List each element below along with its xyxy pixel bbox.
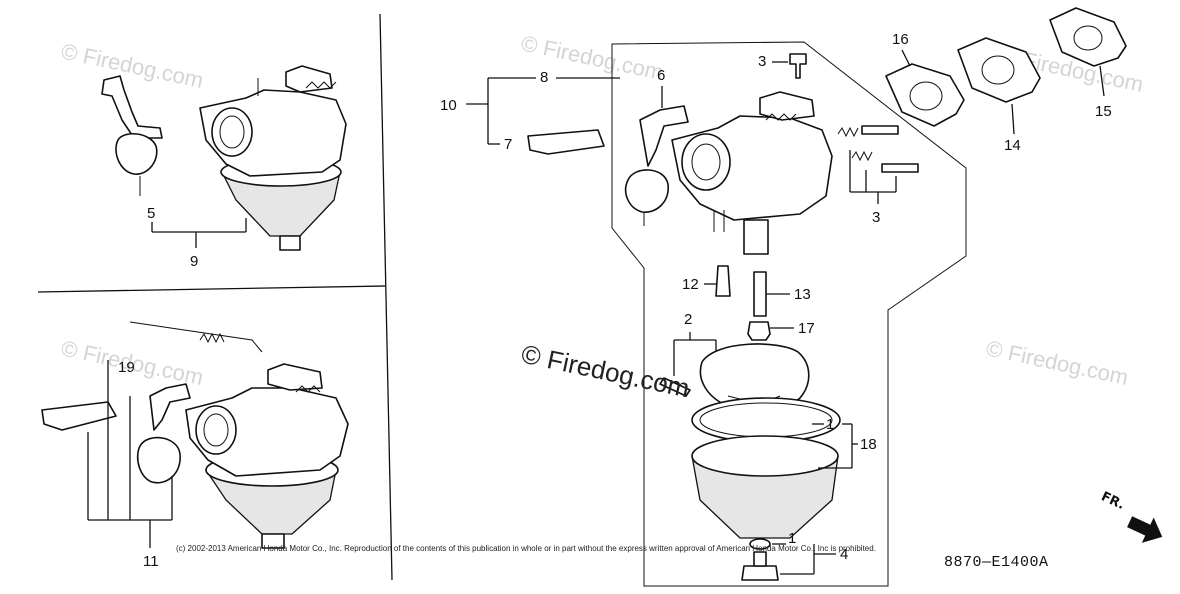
screw-3-top bbox=[789, 53, 807, 79]
callout-16: 16 bbox=[892, 31, 909, 48]
choke-lever-5 bbox=[101, 75, 163, 139]
callout-5: 5 bbox=[147, 205, 155, 222]
front-indicator-label: FR. bbox=[1099, 489, 1127, 513]
float bbox=[699, 343, 810, 412]
callout-7: 7 bbox=[504, 136, 512, 153]
callout-18: 18 bbox=[860, 436, 877, 453]
vertical-divider bbox=[379, 13, 393, 581]
needle-valve-17 bbox=[747, 321, 771, 341]
callout-3-right: 3 bbox=[872, 209, 880, 226]
lever-bracket-7 bbox=[527, 129, 605, 155]
washer-1 bbox=[749, 538, 771, 550]
spring-19 bbox=[199, 332, 225, 344]
horizontal-divider bbox=[37, 285, 387, 293]
callout-10: 10 bbox=[440, 97, 457, 114]
front-arrow: FR. bbox=[1099, 489, 1163, 543]
choke-valve-lower bbox=[136, 436, 181, 484]
screw-3b bbox=[881, 163, 919, 173]
front-arrow-icon bbox=[1127, 516, 1163, 543]
jet-12 bbox=[715, 265, 731, 297]
spring-3a bbox=[837, 126, 859, 138]
gasket-16 bbox=[885, 63, 965, 127]
spring-3b bbox=[851, 150, 873, 162]
callout-1-washer: 1 bbox=[788, 530, 796, 547]
choke-valve-5 bbox=[115, 133, 158, 175]
drain-bolt-4 bbox=[741, 565, 779, 581]
callout-12: 12 bbox=[682, 276, 699, 293]
callout-14: 14 bbox=[1004, 137, 1021, 154]
callout-19: 19 bbox=[118, 359, 135, 376]
assembly-outline bbox=[611, 41, 967, 587]
diagram-code: 8870—E1400A bbox=[944, 554, 1049, 571]
watermark-mid-right: © Firedog.com bbox=[984, 335, 1131, 390]
callout-13: 13 bbox=[794, 286, 811, 303]
callout-6: 6 bbox=[657, 67, 665, 84]
throttle-rod-19 bbox=[129, 321, 263, 353]
gasket-15 bbox=[1049, 7, 1127, 67]
screw-3a bbox=[861, 125, 899, 135]
choke-lever-lower bbox=[149, 383, 191, 431]
carburetor-bottom-left bbox=[41, 321, 349, 549]
callout-15: 15 bbox=[1095, 103, 1112, 120]
callout-8: 8 bbox=[540, 69, 548, 86]
choke-lever-6 bbox=[639, 105, 689, 167]
emulsion-tube-main bbox=[743, 219, 769, 255]
callout-9: 9 bbox=[190, 253, 198, 270]
emulsion-tube-13 bbox=[753, 271, 767, 317]
callout-11: 11 bbox=[143, 553, 159, 570]
copyright-notice: (c) 2002-2013 American Honda Motor Co., … bbox=[176, 544, 876, 553]
carburetor-top-left bbox=[101, 65, 347, 251]
insulator-14 bbox=[957, 37, 1041, 103]
callout-2: 2 bbox=[684, 311, 692, 328]
callout-4: 4 bbox=[840, 546, 848, 563]
watermark-top-left: © Firedog.com bbox=[59, 38, 206, 93]
watermark-main: © Firedog.com bbox=[519, 339, 692, 404]
float-pin-2 bbox=[659, 377, 691, 397]
choke-valve-6 bbox=[624, 169, 669, 213]
bracket-lever bbox=[41, 401, 117, 431]
callout-1-bowl: 1 bbox=[826, 416, 834, 433]
callout-3-top: 3 bbox=[758, 53, 766, 70]
callout-17: 17 bbox=[798, 320, 815, 337]
